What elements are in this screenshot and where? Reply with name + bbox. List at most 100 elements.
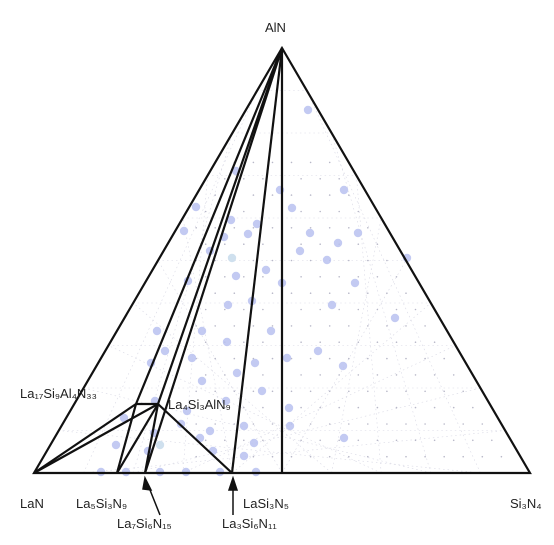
ternary-grid <box>58 90 506 474</box>
speckle-dot <box>367 227 369 229</box>
tie-line <box>33 403 137 474</box>
speckle-dot <box>319 406 322 409</box>
speckle-dot <box>357 374 360 376</box>
speckle-dot <box>262 308 264 311</box>
speckle-dot <box>338 439 341 442</box>
speckle-dot <box>252 325 255 327</box>
speckle-dot <box>367 423 369 425</box>
speckle-dot <box>300 243 302 245</box>
speckle-dot <box>386 292 388 295</box>
speckle-dot <box>243 308 245 311</box>
speckle-dot <box>443 390 446 393</box>
speckle-dot <box>309 259 312 262</box>
speckle-dot <box>309 292 312 295</box>
speckle-dot <box>462 423 465 425</box>
speckle-dot <box>271 161 274 164</box>
sample-dot <box>226 215 236 225</box>
sample-dot <box>239 421 249 431</box>
sample-dot <box>243 229 253 239</box>
tie-line <box>143 403 160 474</box>
speckle-dot <box>462 390 465 393</box>
tie-line <box>143 47 284 474</box>
speckle-dot <box>319 243 322 245</box>
speckle-dot <box>271 259 274 262</box>
speckle-dot <box>214 390 216 393</box>
tie-line <box>33 403 159 474</box>
speckle-dot <box>271 390 274 393</box>
speckle-dot <box>433 374 436 376</box>
speckle-dot <box>271 357 274 360</box>
speckle-dot <box>309 357 312 360</box>
speckle-dot <box>195 227 197 229</box>
speckle-dot <box>424 390 426 393</box>
speckle-dot <box>300 406 302 409</box>
grid-line <box>157 260 283 474</box>
speckle-dot <box>405 390 407 393</box>
sample-dot <box>285 421 295 431</box>
speckle-dot <box>367 325 369 327</box>
grid-line <box>83 430 506 474</box>
speckle-dot <box>233 292 236 295</box>
speckle-dot <box>414 308 417 311</box>
vertex-label-si3n4: Si₃N₄ <box>510 496 542 511</box>
speckle-dot <box>443 357 446 360</box>
speckle-dot <box>424 455 426 458</box>
speckle-dot <box>271 325 274 327</box>
speckle-dot <box>300 341 302 344</box>
phase-label-lasi3n5: LaSi₃N₅ <box>243 496 289 511</box>
vertex-label-lan: LaN <box>20 496 44 511</box>
sample-dot <box>182 406 192 416</box>
grid-line <box>281 260 407 474</box>
speckle-dot <box>300 308 302 311</box>
grid-line <box>133 302 332 474</box>
speckle-dot <box>386 357 388 360</box>
speckle-dot <box>195 390 197 393</box>
speckle-dot <box>424 423 426 425</box>
speckle-dot <box>414 406 417 409</box>
speckle-dot <box>309 161 312 164</box>
speckle-dot <box>357 439 360 442</box>
speckle-dot <box>472 406 474 409</box>
sample-dot <box>282 353 292 363</box>
sample-dot <box>179 226 189 236</box>
speckle-dot <box>300 439 302 442</box>
speckle-dot <box>300 210 302 213</box>
speckle-dot <box>233 325 236 327</box>
speckle-dot <box>395 374 398 376</box>
speckle-dot <box>367 455 369 458</box>
speckle-dot <box>309 194 312 196</box>
speckle-dot <box>290 325 293 327</box>
sample-dot <box>313 346 323 356</box>
speckle-dot <box>309 423 312 425</box>
sample-dot <box>252 219 262 229</box>
phase-label-la17si9al4n33: La₁₇Si₉Al₄N₃₃ <box>20 386 97 401</box>
speckle-dot <box>309 227 312 229</box>
sample-dot <box>266 326 276 336</box>
speckle-dot <box>348 194 350 196</box>
speckle-dot <box>319 178 322 180</box>
speckle-dot <box>386 390 388 393</box>
speckle-dot <box>367 357 369 360</box>
speckle-dot <box>462 455 465 458</box>
speckle-dot <box>290 227 293 229</box>
speckle-dot <box>233 423 236 425</box>
arrow-la7si6n15 <box>142 475 161 516</box>
sample-dot <box>222 337 232 347</box>
speckle-dot <box>252 423 255 425</box>
speckle-dot <box>309 455 312 458</box>
sample-dot <box>191 202 201 212</box>
speckle-dot <box>367 390 369 393</box>
speckle-dot <box>309 325 312 327</box>
speckle-dot <box>395 276 398 278</box>
speckle-dot <box>195 455 197 458</box>
speckle-dot <box>243 178 245 180</box>
grid-line <box>232 302 431 474</box>
speckle-dot <box>357 276 360 278</box>
speckle-dot <box>338 374 341 376</box>
speckle-dot <box>262 341 264 344</box>
sample-dot <box>249 438 259 448</box>
speckle-dot <box>224 406 226 409</box>
sample-dot <box>250 358 260 368</box>
speckle-dot <box>224 276 226 278</box>
speckle-dot <box>328 325 331 327</box>
